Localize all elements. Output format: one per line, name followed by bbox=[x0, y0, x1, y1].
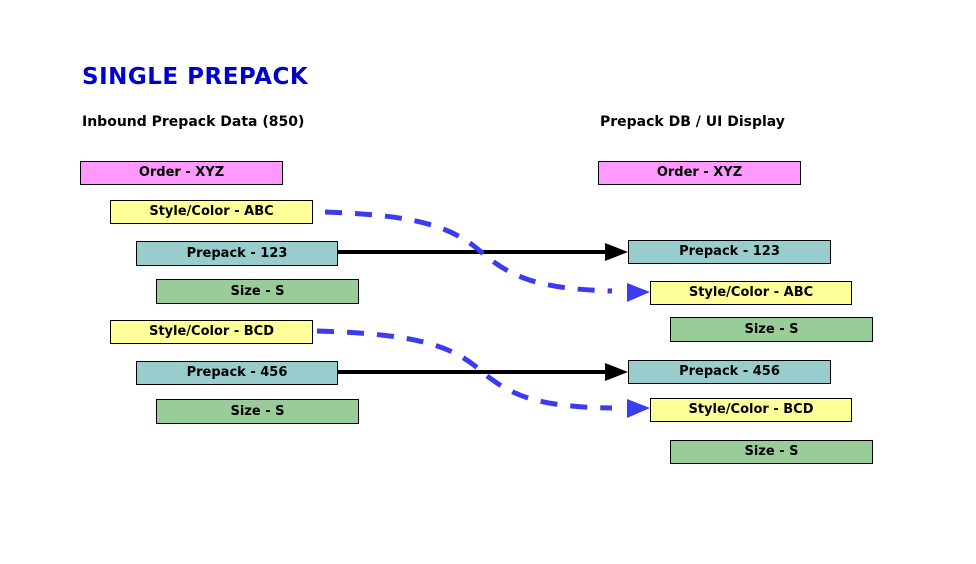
right-box-order-xyz: Order - XYZ bbox=[598, 161, 801, 185]
left-box-size-s-1: Size - S bbox=[156, 279, 359, 304]
right-box-style-color-bcd: Style/Color - BCD bbox=[650, 398, 852, 422]
left-box-prepack-123: Prepack - 123 bbox=[136, 241, 338, 266]
right-box-prepack-456: Prepack - 456 bbox=[628, 360, 831, 384]
left-box-order-xyz: Order - XYZ bbox=[80, 161, 283, 185]
solid-arrow-prepack-123 bbox=[338, 243, 628, 261]
dashed-arrow-style-color-bcd bbox=[316, 328, 650, 418]
page-title: SINGLE PREPACK bbox=[82, 64, 309, 90]
right-box-style-color-abc: Style/Color - ABC bbox=[650, 281, 852, 305]
right-box-size-s-2: Size - S bbox=[670, 440, 873, 464]
dashed-arrow-style-color-abc bbox=[324, 209, 650, 302]
right-box-prepack-123: Prepack - 123 bbox=[628, 240, 831, 264]
right-column-header: Prepack DB / UI Display bbox=[600, 114, 785, 130]
left-box-style-color-abc: Style/Color - ABC bbox=[110, 200, 313, 224]
left-column-header: Inbound Prepack Data (850) bbox=[82, 114, 305, 130]
right-box-size-s-1: Size - S bbox=[670, 317, 873, 342]
left-box-prepack-456: Prepack - 456 bbox=[136, 361, 338, 385]
solid-arrow-prepack-456 bbox=[338, 363, 628, 381]
left-box-size-s-2: Size - S bbox=[156, 399, 359, 424]
left-box-style-color-bcd: Style/Color - BCD bbox=[110, 320, 313, 344]
